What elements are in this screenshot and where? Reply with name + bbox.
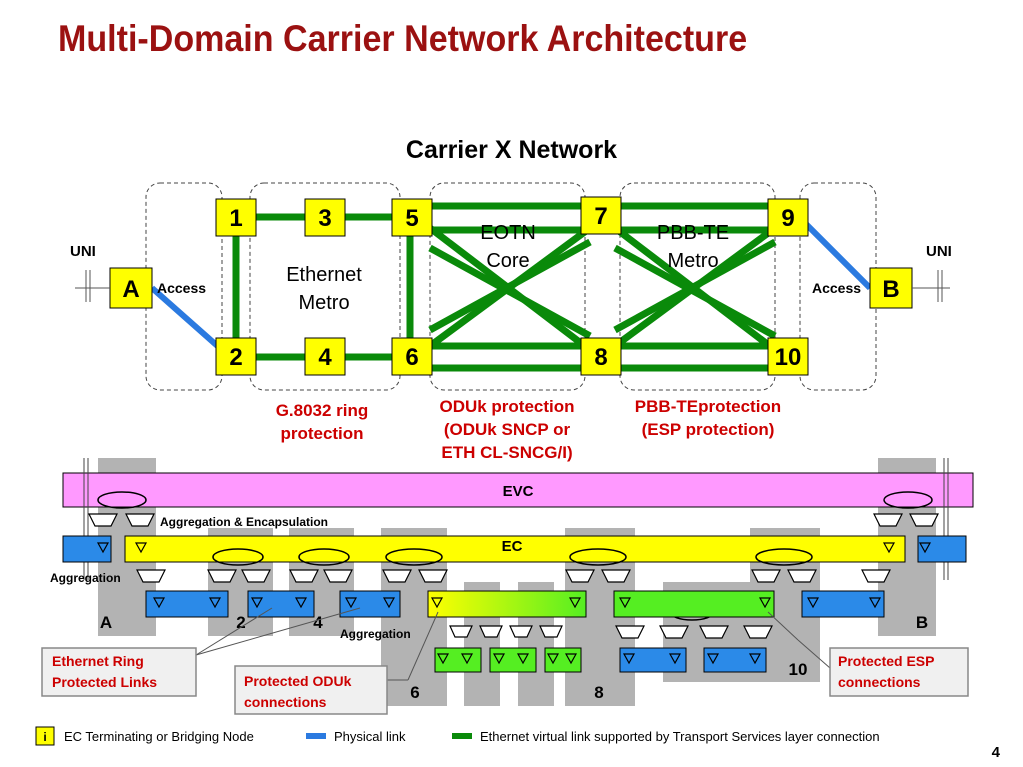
callout-esp-line-2: connections [838, 674, 921, 690]
oduk-protection-line-2: (ODUk SNCP or [444, 420, 571, 439]
node-8-label: 8 [594, 344, 607, 371]
node-a-box [109, 267, 153, 309]
aggregation-label-left: Aggregation [50, 571, 121, 585]
eotn-core-label-1: EOTN [480, 222, 536, 244]
callout-eth-ring-line-1: Ethernet Ring [52, 653, 144, 669]
uni-label-left: UNI [70, 243, 96, 260]
g8032-line-2: protection [280, 424, 363, 443]
node-4-box [304, 337, 346, 376]
node-2-box [215, 337, 257, 376]
ethernet-metro-label-1: Ethernet [286, 264, 362, 286]
access-label-left: Access [157, 280, 206, 296]
node-b-label: B [882, 276, 899, 303]
callout-pointers [195, 607, 831, 681]
legend-ec-node: EC Terminating or Bridging Node [64, 729, 254, 744]
evc-label: EVC [503, 483, 534, 500]
oduk-protection-line-1: ODUk protection [439, 397, 574, 416]
node-1-box [215, 198, 257, 237]
node-2-label: 2 [229, 344, 242, 371]
evc-band [62, 472, 974, 508]
callout-oduk-line-2: connections [244, 694, 327, 710]
node-5-label: 5 [405, 205, 418, 232]
network-title: Carrier X Network [405, 136, 618, 164]
pbbte-protection-line-1: PBB-TEprotection [635, 397, 781, 416]
node-7-label: 7 [594, 203, 607, 230]
callout-eth-ring-box [41, 647, 197, 697]
legend-physical: Physical link [334, 729, 406, 744]
agg-encap-label: Aggregation & Encapsulation [160, 515, 328, 529]
node-8-box [580, 337, 622, 376]
node-10-box [767, 337, 809, 376]
eotn-core-label-2: Core [486, 250, 529, 272]
ec-stub-right [917, 535, 967, 563]
node-9-label: 9 [781, 205, 794, 232]
legend-virtual-swatch [452, 733, 472, 739]
legend-node-icon-text: i [43, 730, 46, 744]
bottom-node-10: 10 [789, 660, 808, 679]
callout-esp-box [829, 647, 969, 697]
node-6-box [391, 337, 433, 376]
callout-esp-line-1: Protected ESP [838, 653, 934, 669]
access-links [150, 215, 873, 353]
node-3-box [304, 198, 346, 237]
pbbte-metro-label-2: Metro [667, 250, 718, 272]
ethernet-metro-label-2: Metro [298, 292, 349, 314]
g8032-line-1: G.8032 ring [276, 401, 369, 420]
bottom-node-4: 4 [313, 613, 323, 632]
terminating-triangles [96, 542, 932, 665]
pbbte-metro-label-1: PBB-TE [657, 222, 729, 244]
ec-label: EC [502, 538, 523, 555]
node-boxes [109, 196, 913, 376]
link-segments [145, 590, 885, 673]
bottom-node-2: 2 [236, 613, 245, 632]
bottom-node-b: B [916, 613, 928, 632]
legend-node-icon [35, 726, 55, 746]
evc-ovals [97, 491, 933, 509]
access-label-right: Access [812, 280, 861, 296]
eotn-core-domain [429, 182, 586, 391]
pbbte-protection-line-2: (ESP protection) [642, 420, 775, 439]
callout-oduk-line-1: Protected ODUk [244, 673, 352, 689]
node-9-box [767, 198, 809, 237]
node-3-label: 3 [318, 205, 331, 232]
uni-label-right: UNI [926, 243, 952, 260]
legend-virtual: Ethernet virtual link supported by Trans… [480, 729, 880, 744]
page-title: Multi-Domain Carrier Network Architectur… [58, 18, 748, 59]
node-7-box [580, 196, 622, 235]
node-5-box [391, 198, 433, 237]
callout-eth-ring-line-2: Protected Links [52, 674, 157, 690]
page-number: 4 [992, 744, 1001, 761]
callout-oduk-box [234, 665, 388, 715]
bottom-node-6: 6 [410, 683, 419, 702]
node-6-label: 6 [405, 344, 418, 371]
node-4-label: 4 [318, 344, 332, 371]
node-10-label: 10 [775, 344, 802, 371]
pbbte-metro-domain [619, 182, 776, 391]
ethernet-metro-domain [249, 182, 401, 391]
access-domain-b [799, 182, 877, 391]
ec-stub-left [62, 535, 112, 563]
oduk-protection-line-3: ETH CL-SNCG/I) [441, 443, 572, 462]
bottom-node-a: A [100, 613, 112, 632]
node-a-label: A [122, 276, 139, 303]
uni-connectors [75, 270, 950, 302]
legend-physical-swatch [306, 733, 326, 739]
callout-boxes [41, 647, 969, 715]
aggregation-label-mid: Aggregation [340, 627, 411, 641]
node-1-label: 1 [229, 205, 242, 232]
aggregation-symbols [88, 513, 939, 639]
bottom-node-8: 8 [594, 683, 603, 702]
